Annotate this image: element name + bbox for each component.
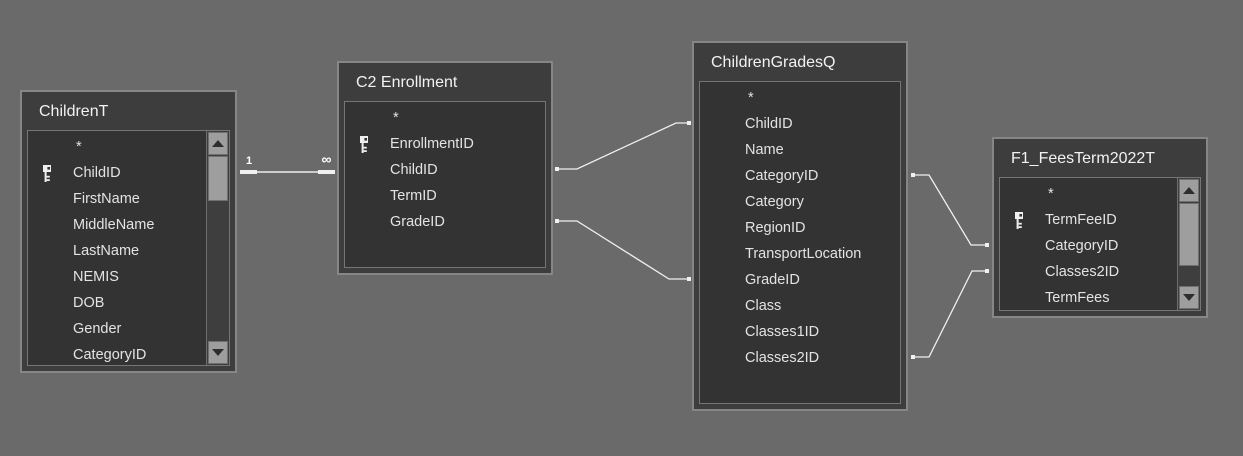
field-list: * EnrollmentID ChildID TermID GradeID bbox=[344, 101, 546, 268]
field-name: Classes2ID bbox=[1045, 264, 1120, 280]
field-name: DOB bbox=[73, 295, 105, 311]
field-name: MiddleName bbox=[73, 217, 155, 233]
table-childrent[interactable]: ChildrenT * ChildID FirstName MiddleName… bbox=[20, 90, 237, 373]
field-name: Name bbox=[745, 142, 784, 158]
table-title[interactable]: F1_FeesTerm2022T bbox=[1011, 150, 1156, 167]
field-row-enrollmentid[interactable]: EnrollmentID bbox=[345, 131, 545, 157]
field-name: Class bbox=[745, 298, 782, 314]
field-name: NEMIS bbox=[73, 269, 119, 285]
field-name: CategoryID bbox=[73, 347, 147, 363]
field-row-all[interactable]: * bbox=[345, 105, 545, 131]
primary-key-icon bbox=[39, 164, 73, 182]
field-name: ChildID bbox=[390, 162, 438, 178]
field-row-categoryid[interactable]: CategoryID bbox=[28, 342, 229, 365]
primary-key-icon bbox=[1011, 211, 1045, 229]
field-name: Classes2ID bbox=[745, 350, 820, 366]
table-title[interactable]: ChildrenGradesQ bbox=[711, 54, 836, 71]
field-name: * bbox=[748, 90, 754, 106]
table-f1-feesterm2022t[interactable]: F1_FeesTerm2022T * TermFeeID CategoryID … bbox=[992, 137, 1208, 318]
field-row-regionid[interactable]: RegionID bbox=[700, 215, 900, 241]
field-name: * bbox=[1048, 186, 1054, 202]
field-name: Classes1ID bbox=[745, 324, 820, 340]
arrow-down-icon bbox=[1183, 294, 1195, 301]
field-row-middlename[interactable]: MiddleName bbox=[28, 212, 229, 238]
field-name: TransportLocation bbox=[745, 246, 862, 262]
field-row-lastname[interactable]: LastName bbox=[28, 238, 229, 264]
field-row-gradeid[interactable]: GradeID bbox=[345, 209, 545, 235]
field-name: ChildID bbox=[73, 165, 121, 181]
field-row-classes1id[interactable]: Classes1ID bbox=[700, 319, 900, 345]
primary-key-icon bbox=[356, 135, 390, 153]
field-row-all[interactable]: * bbox=[28, 134, 229, 160]
scroll-up-button[interactable] bbox=[1179, 179, 1199, 202]
field-name: TermFees bbox=[1045, 290, 1110, 306]
field-list: * TermFeeID CategoryID Classes2ID TermFe… bbox=[999, 177, 1201, 311]
table-childrengradesq[interactable]: ChildrenGradesQ * ChildID Name CategoryI… bbox=[692, 41, 908, 411]
field-name: LastName bbox=[73, 243, 140, 259]
field-name: GradeID bbox=[390, 214, 445, 230]
cardinality-one-label: 1 bbox=[245, 155, 253, 167]
field-row-dob[interactable]: DOB bbox=[28, 290, 229, 316]
scrollbar-thumb[interactable] bbox=[1179, 203, 1199, 266]
field-name: * bbox=[393, 110, 399, 126]
field-row-all[interactable]: * bbox=[700, 85, 900, 111]
field-row-class[interactable]: Class bbox=[700, 293, 900, 319]
vertical-scrollbar[interactable] bbox=[1177, 178, 1200, 310]
field-name: TermFeeID bbox=[1045, 212, 1117, 228]
field-row-childid[interactable]: ChildID bbox=[345, 157, 545, 183]
field-row-gender[interactable]: Gender bbox=[28, 316, 229, 342]
field-name: Category bbox=[745, 194, 804, 210]
field-row-termfees[interactable]: TermFees bbox=[1000, 285, 1200, 310]
field-row-gradeid[interactable]: GradeID bbox=[700, 267, 900, 293]
field-row-childid[interactable]: ChildID bbox=[700, 111, 900, 137]
vertical-scrollbar[interactable] bbox=[206, 131, 229, 365]
field-row-childid[interactable]: ChildID bbox=[28, 160, 229, 186]
table-title[interactable]: ChildrenT bbox=[39, 103, 109, 120]
table-c2-enrollment[interactable]: C2 Enrollment * EnrollmentID ChildID Ter… bbox=[337, 61, 553, 275]
field-name: ChildID bbox=[745, 116, 793, 132]
field-row-nemis[interactable]: NEMIS bbox=[28, 264, 229, 290]
field-name: EnrollmentID bbox=[390, 136, 474, 152]
field-row-transportlocation[interactable]: TransportLocation bbox=[700, 241, 900, 267]
field-name: TermID bbox=[390, 188, 437, 204]
field-name: GradeID bbox=[745, 272, 800, 288]
field-row-firstname[interactable]: FirstName bbox=[28, 186, 229, 212]
field-row-termid[interactable]: TermID bbox=[345, 183, 545, 209]
cardinality-many-label: ∞ bbox=[321, 151, 332, 167]
field-row-category[interactable]: Category bbox=[700, 189, 900, 215]
scroll-up-button[interactable] bbox=[208, 132, 228, 155]
field-row-categoryid[interactable]: CategoryID bbox=[1000, 233, 1200, 259]
arrow-up-icon bbox=[212, 140, 224, 147]
scroll-down-button[interactable] bbox=[208, 341, 228, 364]
scroll-down-button[interactable] bbox=[1179, 286, 1199, 309]
scrollbar-thumb[interactable] bbox=[208, 156, 228, 201]
field-list: * ChildID FirstName MiddleName LastName … bbox=[27, 130, 230, 366]
field-list: * ChildID Name CategoryID Category Regio… bbox=[699, 81, 901, 404]
field-row-classes2id[interactable]: Classes2ID bbox=[700, 345, 900, 371]
field-row-name[interactable]: Name bbox=[700, 137, 900, 163]
field-row-classes2id[interactable]: Classes2ID bbox=[1000, 259, 1200, 285]
field-name: * bbox=[76, 139, 82, 155]
arrow-down-icon bbox=[212, 349, 224, 356]
arrow-up-icon bbox=[1183, 187, 1195, 194]
table-title[interactable]: C2 Enrollment bbox=[356, 74, 458, 91]
field-name: CategoryID bbox=[1045, 238, 1119, 254]
field-name: RegionID bbox=[745, 220, 806, 236]
field-name: CategoryID bbox=[745, 168, 819, 184]
field-row-termfeeid[interactable]: TermFeeID bbox=[1000, 207, 1200, 233]
field-row-all[interactable]: * bbox=[1000, 181, 1200, 207]
field-name: FirstName bbox=[73, 191, 140, 207]
field-name: Gender bbox=[73, 321, 122, 337]
field-row-categoryid[interactable]: CategoryID bbox=[700, 163, 900, 189]
